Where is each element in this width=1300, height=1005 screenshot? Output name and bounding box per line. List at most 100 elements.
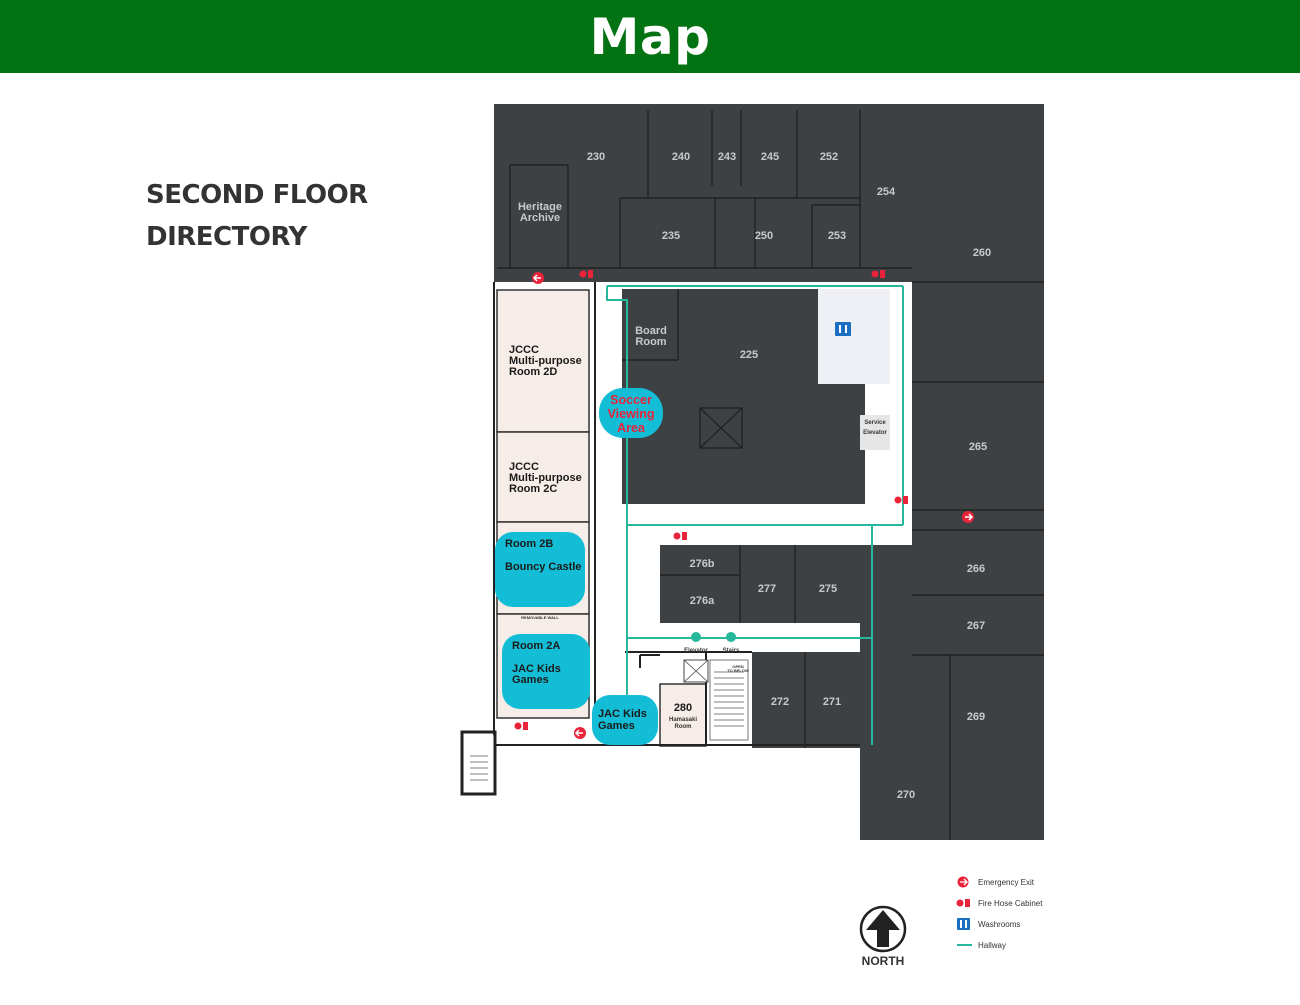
room-271-label: 271	[823, 696, 841, 708]
soccer-label-3: Area	[617, 421, 646, 435]
service-elevator-label-2: Elevator	[863, 430, 887, 436]
room-272-label: 272	[771, 696, 789, 708]
event-room-2a-jac-kids-games[interactable]: Room 2A JAC Kids Games	[502, 634, 590, 709]
room-276b-label: 276b	[689, 558, 714, 570]
emergency-exit-icon	[962, 511, 974, 523]
stairs-marker	[726, 632, 736, 642]
legend-hallway: Hallway	[957, 941, 1006, 950]
east-wing	[912, 104, 1044, 840]
room-2c[interactable]	[496, 431, 590, 523]
room-2d[interactable]	[496, 289, 590, 433]
room-2d-label-3: Room 2D	[509, 366, 557, 378]
legend-label-emergency-exit: Emergency Exit	[978, 878, 1035, 887]
room-267-label: 267	[967, 620, 985, 632]
bouncy-castle-label: Bouncy Castle	[505, 561, 581, 573]
soccer-label-1: Soccer	[610, 393, 652, 407]
room-245-label: 245	[761, 151, 779, 163]
north-wing	[494, 104, 914, 282]
removable-wall-label: REMOVABLE WALL	[521, 615, 559, 620]
fire-hose-cabinet-icon	[514, 722, 528, 730]
room-275-label: 275	[819, 583, 837, 595]
soccer-label-2: Viewing	[607, 407, 654, 421]
room-260-label: 260	[973, 247, 991, 259]
heritage-archive-label-1: Heritage	[518, 201, 562, 213]
legend-fire-hose-cabinet: Fire Hose Cabinet	[956, 899, 1043, 908]
room-235-label: 235	[662, 230, 680, 242]
room-276a-label: 276a	[690, 595, 715, 607]
legend-washrooms: Washrooms	[957, 918, 1020, 930]
jac-kids-games-label-2: Games	[598, 720, 635, 732]
fire-hose-cabinet-icon	[871, 270, 885, 278]
legend-label-washrooms: Washrooms	[978, 920, 1020, 929]
room-2d-label-2: Multi-purpose	[509, 355, 582, 367]
room-280-label: 280	[674, 702, 692, 714]
room-2a-label: Room 2A	[512, 640, 560, 652]
board-room-label-2: Room	[635, 336, 666, 348]
atrium-opening	[699, 407, 743, 449]
hallway-lines	[606, 285, 904, 745]
legend-label-hallway: Hallway	[978, 941, 1006, 950]
jac-kids-games-label-1: JAC Kids	[598, 708, 647, 720]
page-title: Map	[589, 7, 711, 66]
elevator-label: Elevator	[684, 648, 708, 654]
fire-hose-cabinet-icon	[894, 496, 908, 504]
room-230-label: 230	[587, 151, 605, 163]
hamasaki-room-label-1: Hamasaki	[669, 717, 697, 723]
open-to-below-label-1: OPEN	[732, 664, 743, 669]
stair-enclosure	[460, 730, 497, 796]
fire-hose-cabinet-icon	[579, 270, 593, 278]
north-label: NORTH	[862, 954, 905, 968]
directory-line-1: SECOND FLOOR	[146, 180, 368, 210]
room-240-label: 240	[672, 151, 690, 163]
room-266-label: 266	[967, 563, 985, 575]
room-2d-label-1: JCCC	[509, 344, 539, 356]
elevator-marker	[691, 632, 701, 642]
room-250-label: 250	[755, 230, 773, 242]
fire-hose-cabinet-icon	[956, 899, 964, 907]
room-252-label: 252	[820, 151, 838, 163]
stairs-graphic	[470, 659, 749, 781]
room-2b-label: Room 2B	[505, 538, 553, 550]
event-room-2b-bouncy-castle[interactable]: Room 2B Bouncy Castle	[495, 532, 585, 607]
stairs-label: Stairs	[723, 648, 740, 654]
room-2c-label-3: Room 2C	[509, 483, 557, 495]
event-soccer-viewing-area[interactable]: Soccer Viewing Area	[599, 388, 663, 438]
room-254-label: 254	[877, 186, 896, 198]
room-225-label: 225	[740, 349, 758, 361]
service-elevator-label-1: Service	[864, 420, 886, 426]
emergency-exit-icon	[532, 272, 544, 284]
jac-kids-label: JAC Kids	[512, 663, 561, 675]
room-280[interactable]	[659, 683, 707, 747]
room-243-label: 243	[718, 151, 736, 163]
legend-label-fire-hose-cabinet: Fire Hose Cabinet	[978, 899, 1043, 908]
washrooms-icon	[957, 918, 970, 930]
room-272-271-block	[752, 652, 860, 748]
board-room-label-1: Board	[635, 325, 667, 337]
building-structure	[460, 104, 1044, 840]
room-numbers: 230 240 243 245 252 254 235 250 253 260 …	[509, 151, 991, 801]
room-269-label: 269	[967, 711, 985, 723]
room-265-label: 265	[969, 441, 987, 453]
event-jac-kids-games[interactable]: JAC Kids Games	[592, 695, 658, 745]
games-label: Games	[512, 674, 549, 686]
legend-emergency-exit: Emergency Exit	[957, 876, 1035, 888]
room-253-label: 253	[828, 230, 846, 242]
service-elevator	[860, 415, 890, 450]
washrooms-icon	[835, 322, 851, 336]
room-2c-label-2: Multi-purpose	[509, 472, 582, 484]
emergency-exit-icon	[574, 727, 586, 739]
fire-hose-cabinet-icon	[673, 532, 687, 540]
directory-line-2: DIRECTORY	[146, 222, 307, 252]
hamasaki-room-label-2: Room	[675, 724, 692, 730]
washroom-area	[818, 289, 890, 384]
room-277-label: 277	[758, 583, 776, 595]
header-bar: Map	[0, 0, 1300, 73]
map-legend: Emergency Exit Fire Hose Cabinet Washroo…	[956, 876, 1043, 950]
heritage-archive-label-2: Archive	[520, 212, 560, 224]
room-270-block	[860, 745, 950, 840]
floor-directory-title: SECOND FLOOR DIRECTORY	[146, 174, 368, 258]
north-compass: NORTH	[859, 905, 907, 968]
open-to-below-label-2: TO BELOW	[727, 668, 749, 673]
room-276-275-block	[660, 545, 860, 623]
